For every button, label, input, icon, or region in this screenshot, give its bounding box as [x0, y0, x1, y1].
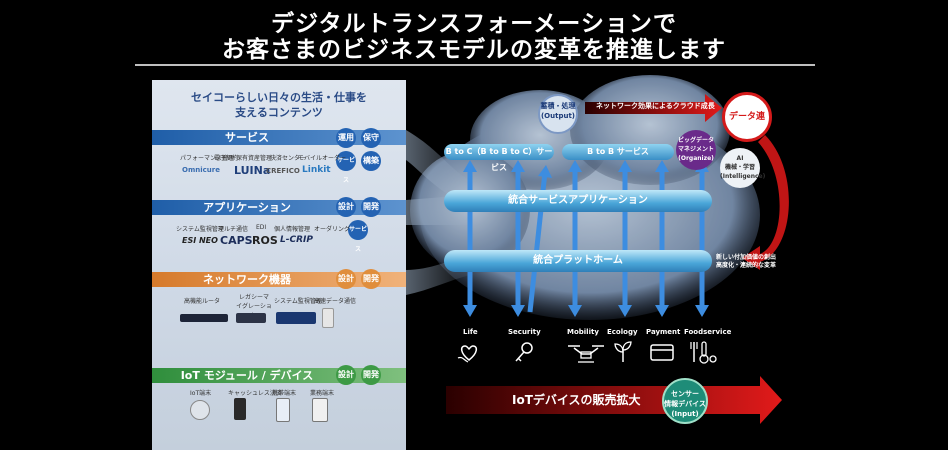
- badge-develop: 開発: [361, 365, 381, 385]
- logo-omnicure: Omnicure: [182, 166, 220, 174]
- iot-caption: 携帯端末: [272, 390, 297, 397]
- security-key-icon: [515, 342, 533, 362]
- page-title-line1: デジタルトランスフォーメーションで: [271, 11, 677, 37]
- food-thermometer-icon: [690, 341, 717, 364]
- iot-caption: 業務端末: [310, 390, 335, 397]
- badge-build: 構築: [361, 151, 381, 171]
- service-caption: 保有資産管理: [236, 155, 273, 162]
- category-mobility: Mobility: [567, 328, 599, 336]
- badge-maintenance: 保守: [361, 128, 381, 148]
- page-title-line2: お客さまのビジネスモデルの変革を推進します: [222, 37, 726, 63]
- comm-device-image: [322, 308, 334, 328]
- monitor-device-image: [276, 312, 316, 324]
- badge-design: 設計: [336, 365, 356, 385]
- badge-service: サービス: [348, 220, 368, 253]
- application-caption: 個人情報管理: [274, 226, 311, 233]
- iot-expansion-label: IoTデバイスの販売拡大: [512, 393, 641, 407]
- badge-design: 設計: [336, 197, 356, 217]
- panel-heading: セイコーらしい日々の生活・仕事を 支えるコンテンツ: [191, 91, 367, 119]
- title-divider: [135, 64, 815, 66]
- b2b-service-pill: B to B サービス: [562, 144, 674, 160]
- integrated-platform-band: 統合プラットホーム: [444, 250, 712, 272]
- category-life: Life: [463, 328, 478, 336]
- cloud-growth-arrow: [585, 94, 722, 122]
- feedback-loop-arrow: [742, 135, 789, 270]
- heart-hand-icon: [457, 345, 478, 363]
- iot-terminal-image: [190, 400, 210, 420]
- iot-caption: IoT端末: [190, 390, 212, 397]
- application-caption: EDI: [256, 224, 267, 231]
- service-caption: パフォーマンス管理: [180, 155, 234, 162]
- bigdata-bubble: ビッグデータ マネジメント (Organize): [676, 130, 716, 170]
- logo-linkit: Linkit: [302, 165, 331, 175]
- output-bubble: 蓄積・処理 (Output): [538, 94, 578, 134]
- logo-ros: ROS: [252, 234, 278, 247]
- new-value-label: 新しい付加価値の創出 高度化・連続的な変革: [716, 254, 777, 269]
- sprout-icon: [614, 341, 632, 362]
- ai-bubble: AI 機械・学習 (Intelligence): [720, 148, 765, 188]
- logo-lcrip: L-CRIP: [280, 235, 313, 245]
- category-foodservice: Foodservice: [684, 328, 732, 336]
- business-terminal-image: [312, 398, 328, 422]
- logo-caps: CAPS: [220, 234, 253, 247]
- drone-icon: [568, 345, 604, 363]
- sensor-bubble: センサー 情報デバイス (Input): [662, 378, 708, 424]
- payment-terminal-image: [234, 398, 246, 420]
- service-caption: 電子契約: [214, 155, 239, 162]
- handheld-image: [276, 398, 290, 422]
- category-security: Security: [508, 328, 541, 336]
- badge-develop: 開発: [361, 269, 381, 289]
- badge-develop: 開発: [361, 197, 381, 217]
- network-caption: 高機能ルータ: [184, 298, 221, 305]
- network-caption: 高速データ通信: [314, 298, 357, 305]
- card-payment-icon: [650, 344, 674, 361]
- application-caption: システム監視管理: [176, 226, 224, 233]
- application-caption: マルチ通信: [218, 226, 249, 233]
- service-caption: モバイルオーダー: [298, 155, 347, 162]
- cloud-growth-label: ネットワーク効果によるクラウド成長: [596, 102, 715, 110]
- category-payment: Payment: [646, 328, 681, 336]
- integrated-services-band: 統合サービスアプリケーション: [444, 190, 712, 212]
- category-ecology: Ecology: [607, 328, 638, 336]
- logo-crefico: CREFICO: [266, 167, 300, 175]
- data-link-bubble: データ連携: [722, 92, 772, 166]
- application-caption: オーダリング: [314, 226, 351, 233]
- service-caption: 決済センター: [270, 155, 307, 162]
- badge-service: サービス: [336, 151, 356, 184]
- contents-panel: セイコーらしい日々の生活・仕事を 支えるコンテンツ サービス 運用 保守 サービ…: [152, 80, 406, 450]
- badge-operation: 運用: [336, 128, 356, 148]
- network-caption: システム監視管理: [274, 298, 322, 305]
- migration-device-image: [236, 313, 266, 323]
- router-image: [180, 314, 228, 322]
- b2c-service-pill: B to C（B to B to C）サービス: [444, 144, 554, 172]
- iot-caption: キャッシュレス決済: [228, 390, 282, 397]
- logo-luina: LUINa: [234, 164, 271, 177]
- beam-service: [406, 130, 470, 205]
- badge-design: 設計: [336, 269, 356, 289]
- logo-esi-neo: ESI NEO: [182, 236, 218, 245]
